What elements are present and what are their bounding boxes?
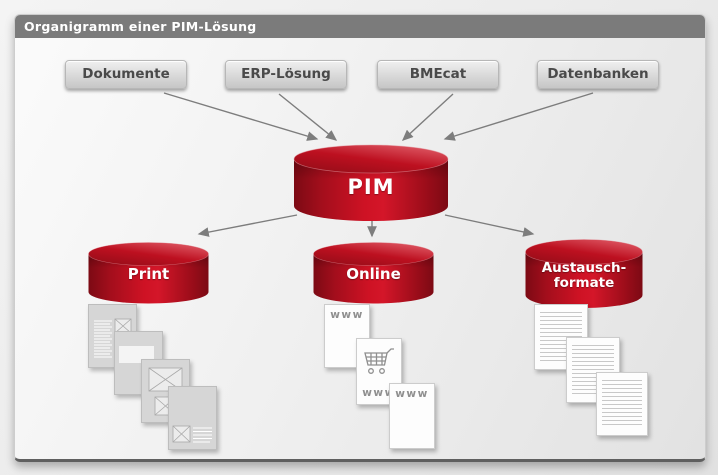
source-box-dokumente: Dokumente: [65, 60, 187, 89]
www-label: www: [395, 388, 429, 400]
cylinder-shape: [88, 242, 209, 304]
arrow-erp-to-pim: [278, 93, 338, 141]
pim-label: PIM: [347, 175, 395, 199]
print-label: Print: [127, 265, 170, 283]
text-lines-icon: [602, 380, 642, 428]
cylinder-shape: [313, 242, 434, 304]
exchange-label-line1: Austausch-: [541, 260, 627, 276]
source-label: Dokumente: [82, 66, 170, 82]
diagram-panel: Organigramm einer PIM-Lösung Dokumente E…: [14, 14, 706, 462]
print-page-4: [168, 386, 217, 450]
source-label: BMEcat: [409, 66, 467, 82]
online-label: Online: [346, 265, 401, 283]
arrow-dokumente-to-pim: [163, 92, 319, 141]
arrow-bmecat-to-pim: [401, 93, 454, 141]
cylinder-shape: [525, 239, 643, 308]
exchange-formats-label: Austausch- formate: [525, 261, 643, 291]
source-box-erp-loesung: ERP-Lösung: [225, 60, 347, 89]
layout-text-image-icon: [94, 318, 132, 358]
print-page-3: [141, 359, 190, 423]
source-label: Datenbanken: [547, 66, 649, 82]
exchange-label-line2: formate: [553, 275, 615, 291]
pim-cylinder: PIM: [293, 144, 449, 222]
exchange-page-2: [566, 337, 620, 403]
diagram-title: Organigramm einer PIM-Lösung: [24, 19, 257, 34]
source-box-bmecat: BMEcat: [377, 60, 499, 89]
arrow-pim-to-exchange: [444, 214, 535, 237]
online-cylinder: Online: [313, 242, 434, 304]
print-cylinder: Print: [88, 242, 209, 304]
source-label: ERP-Lösung: [241, 66, 331, 82]
title-bar: Organigramm einer PIM-Lösung: [15, 15, 705, 38]
web-page-3: www: [389, 383, 435, 449]
www-label: www: [362, 387, 396, 399]
exchange-page-3: [596, 372, 648, 436]
shopping-cart-icon: [364, 348, 394, 374]
www-label: www: [330, 309, 364, 321]
layout-image-text-icon: [172, 425, 212, 443]
exchange-formats-cylinder: Austausch- formate: [525, 239, 643, 309]
layout-band-icon: [119, 346, 154, 363]
arrow-pim-to-print: [197, 214, 298, 237]
cylinder-shape: [293, 144, 449, 221]
source-box-datenbanken: Datenbanken: [537, 60, 659, 89]
arrow-datenbanken-to-pim: [443, 92, 594, 141]
